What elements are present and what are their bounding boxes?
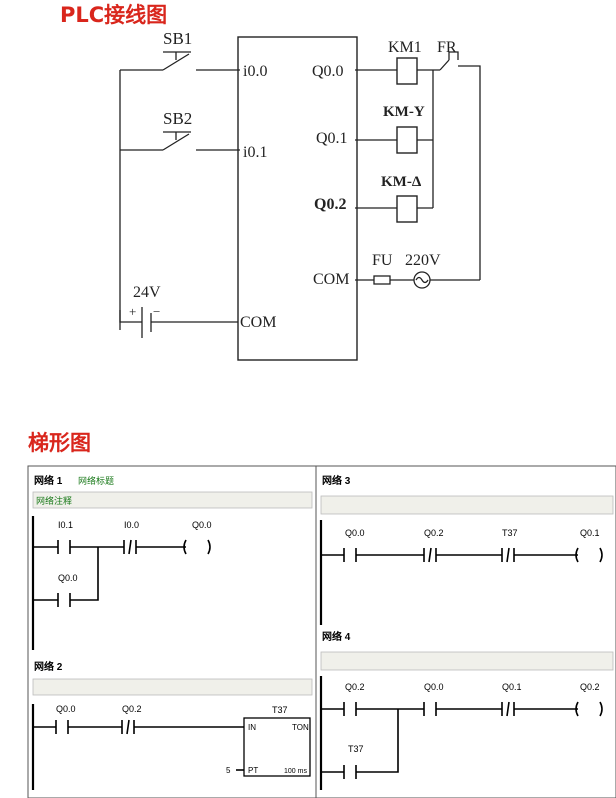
kmy-label: KM-Y	[383, 104, 425, 120]
fr-label: FR	[437, 39, 457, 56]
sb1-label: SB1	[163, 29, 192, 48]
sb2-label: SB2	[163, 109, 192, 128]
n4-contact-q02-label: Q0.2	[345, 682, 365, 692]
network-3-comment-box[interactable]	[320, 495, 614, 515]
n1-coil-label: Q0.0	[192, 520, 212, 530]
network-4-label: 网络 4	[322, 630, 351, 643]
network-2-comment-box[interactable]	[32, 678, 313, 696]
network-1-hold-branch	[33, 547, 99, 607]
sb1-switch-symbol	[162, 51, 191, 71]
n2-contact-q02-label: Q0.2	[122, 704, 142, 714]
n1-contact-q00-label: Q0.0	[58, 573, 78, 583]
input-i01-label: i0.1	[243, 144, 267, 161]
km1-label: KM1	[388, 39, 422, 56]
kmd-coil	[396, 195, 418, 223]
ac-voltage-label: 220V	[405, 252, 441, 269]
timer-pt-value: 5	[226, 766, 231, 775]
output-q01-label: Q0.1	[316, 130, 348, 147]
n3-coil-label: Q0.1	[580, 528, 600, 538]
timer-in-label: IN	[248, 723, 256, 732]
output-q02-label: Q0.2	[314, 196, 346, 213]
network-2: 网络 2 Q0.0 Q0.2 T37 IN TON 5 PT 100 ms	[31, 660, 313, 790]
n4-coil-label: Q0.2	[580, 682, 600, 692]
n3-contact-t37-label: T37	[502, 528, 518, 538]
fu-label: FU	[372, 252, 393, 269]
sb2-switch-symbol	[162, 131, 191, 151]
plc-box	[237, 36, 358, 361]
output-com-label: COM	[313, 271, 349, 288]
network-4-t37-branch	[321, 709, 399, 779]
network-2-rung	[33, 719, 244, 735]
battery-minus: −	[153, 304, 160, 319]
n4-contact-q01-label: Q0.1	[502, 682, 522, 692]
battery-plus: +	[129, 304, 136, 319]
network-4: 网络 4 Q0.2 Q0.0 Q0.1 Q0.2 T37	[319, 630, 614, 790]
timer-base-label: 100 ms	[284, 768, 307, 775]
network-4-comment-box[interactable]	[320, 651, 614, 671]
network-3-rung	[321, 547, 578, 563]
wiring-diagram: PLC接线图 SB1 SB2 i0.0 i0.1 COM 24V + − Q0.…	[60, 3, 481, 361]
network-1-comment-box[interactable]	[32, 491, 313, 509]
wiring-title: PLC接线图	[60, 3, 167, 27]
output-q00-label: Q0.0	[312, 63, 344, 80]
network-3-label: 网络 3	[322, 474, 351, 487]
network-1-label: 网络 1	[34, 474, 63, 487]
timer-pt-label: PT	[248, 766, 258, 775]
input-com-label: COM	[240, 314, 276, 331]
ladder-title: 梯形图	[28, 431, 91, 455]
fr-contact	[439, 51, 481, 280]
battery-wire	[119, 310, 238, 323]
network-1-comment: 网络注释	[36, 495, 72, 506]
network-2-label: 网络 2	[34, 660, 63, 673]
network-3-coil-symbol	[575, 547, 603, 563]
n1-contact-i01-label: I0.1	[58, 520, 73, 530]
timer-type-label: TON	[292, 723, 309, 732]
network-3: 网络 3 Q0.0 Q0.2 T37 Q0.1	[319, 474, 614, 625]
input-i00-label: i0.0	[243, 63, 267, 80]
ladder-diagram: 梯形图 网络 1 网络标题 网络注释 I0.1 I0.0 Q0.0 Q0.0 网…	[27, 431, 616, 798]
n3-contact-q02-label: Q0.2	[424, 528, 444, 538]
n2-contact-q00-label: Q0.0	[56, 704, 76, 714]
network-1-coil-symbol	[183, 539, 211, 555]
n4-contact-q00-label: Q0.0	[424, 682, 444, 692]
n1-contact-i00-label: I0.0	[124, 520, 139, 530]
network-1: 网络 1 网络标题 网络注释 I0.1 I0.0 Q0.0 Q0.0	[31, 474, 313, 650]
kmd-label: KM-Δ	[381, 174, 422, 190]
network-4-coil-symbol	[575, 701, 603, 717]
n3-contact-q00-label: Q0.0	[345, 528, 365, 538]
timer-name: T37	[272, 705, 288, 715]
dc-voltage-label: 24V	[133, 284, 161, 301]
kmy-coil	[396, 126, 418, 154]
network-1-title: 网络标题	[78, 475, 114, 486]
ac-wave-glyph	[415, 276, 429, 284]
network-4-rung	[321, 701, 578, 717]
n4-contact-t37-label: T37	[348, 744, 364, 754]
timer-block[interactable]	[243, 717, 311, 777]
km1-coil	[396, 57, 418, 85]
fuse-symbol	[373, 275, 391, 285]
battery-symbol	[141, 307, 152, 338]
network-1-rung	[33, 539, 186, 555]
